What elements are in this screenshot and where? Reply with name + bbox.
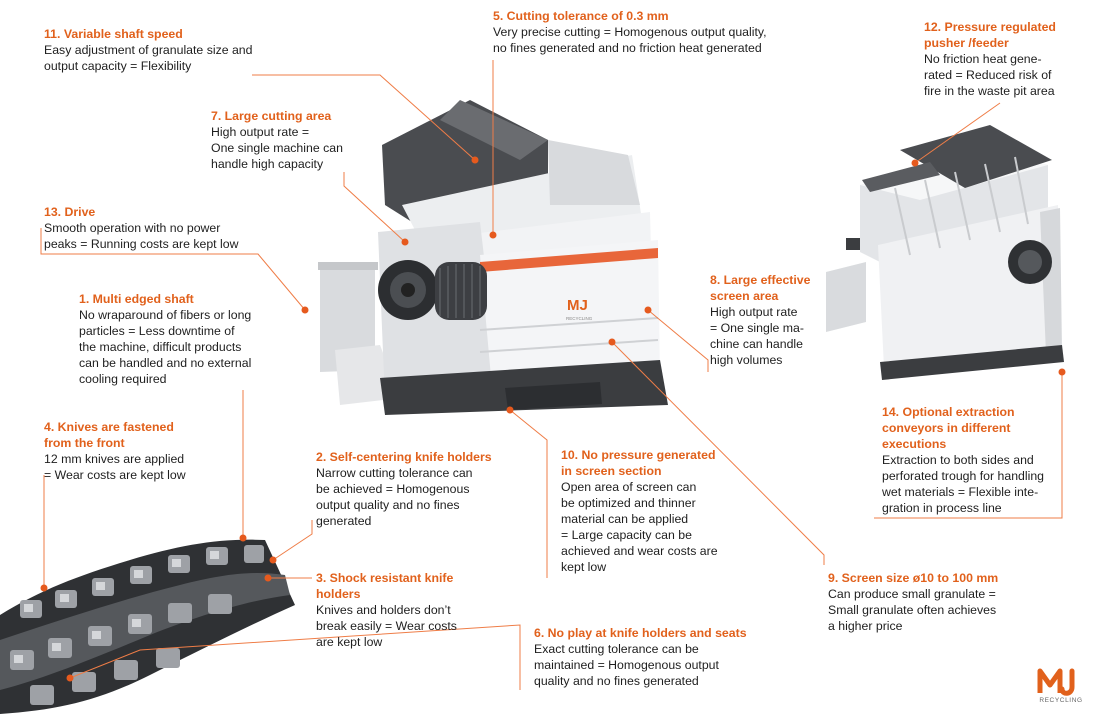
callout-body: Easy adjustment of granulate size and ou… <box>44 43 253 73</box>
callout-body: High output rate = One single ma- chine … <box>710 305 804 367</box>
callout-variable-shaft-speed: 11. Variable shaft speed Easy adjustment… <box>44 26 294 74</box>
callout-title: 12. Pressure regulated pusher /feeder <box>924 20 1056 50</box>
callout-pressure-regulated-pusher: 12. Pressure regulated pusher /feeder No… <box>924 19 1099 99</box>
callout-no-pressure-screen-section: 10. No pressure generated in screen sect… <box>561 447 761 575</box>
callout-screen-size: 9. Screen size ø10 to 100 mm Can produce… <box>828 570 1048 634</box>
callout-body: No wraparound of fibers or long particle… <box>79 308 252 386</box>
callout-title: 14. Optional extraction conveyors in dif… <box>882 405 1015 451</box>
mj-recycling-logo <box>1037 668 1075 696</box>
callout-body: Narrow cutting tolerance can be achieved… <box>316 466 473 528</box>
leader-lines <box>40 60 1063 690</box>
callout-title: 10. No pressure generated in screen sect… <box>561 448 716 478</box>
callout-title: 5. Cutting tolerance of 0.3 mm <box>493 9 669 23</box>
callout-title: 13. Drive <box>44 205 96 219</box>
machine-logo-sub: RECYCLING <box>566 316 593 321</box>
machine-logo-mark: MJ <box>567 297 588 314</box>
callout-body: 12 mm knives are applied = Wear costs ar… <box>44 452 186 482</box>
callout-body: Exact cutting tolerance can be maintaine… <box>534 642 719 688</box>
callout-knives-fastened-front: 4. Knives are fastened from the front 12… <box>44 419 244 483</box>
callout-body: Extraction to both sides and perforated … <box>882 453 1045 515</box>
callout-optional-extraction-conveyors: 14. Optional extraction conveyors in dif… <box>882 404 1082 516</box>
callout-drive: 13. Drive Smooth operation with no power… <box>44 204 284 252</box>
rotor-closeup-illustration <box>0 539 295 714</box>
callout-large-effective-screen-area: 8. Large effective screen area High outp… <box>710 272 850 368</box>
callout-body: Smooth operation with no power peaks = R… <box>44 221 239 251</box>
callout-cutting-tolerance: 5. Cutting tolerance of 0.3 mm Very prec… <box>493 8 793 56</box>
callout-title: 4. Knives are fastened from the front <box>44 420 174 450</box>
callout-large-cutting-area: 7. Large cutting area High output rate =… <box>211 108 371 172</box>
callout-no-play-knife-holders: 6. No play at knife holders and seats Ex… <box>534 625 794 689</box>
callout-title: 9. Screen size ø10 to 100 mm <box>828 571 999 585</box>
main-machine-illustration: MJ RECYCLING <box>318 100 668 415</box>
callout-title: 11. Variable shaft speed <box>44 27 183 41</box>
callout-title: 2. Self-centering knife holders <box>316 450 492 464</box>
callout-multi-edged-shaft: 1. Multi edged shaft No wraparound of fi… <box>79 291 279 387</box>
callout-body: No friction heat gene- rated = Reduced r… <box>924 52 1055 98</box>
callout-title: 3. Shock resistant knife holders <box>316 571 454 601</box>
callout-body: Can produce small granulate = Small gran… <box>828 587 997 633</box>
callout-body: Open area of screen can be optimized and… <box>561 480 718 574</box>
callout-title: 7. Large cutting area <box>211 109 332 123</box>
callout-shock-resistant-knife-holders: 3. Shock resistant knife holders Knives … <box>316 570 506 650</box>
callout-self-centering-knife-holders: 2. Self-centering knife holders Narrow c… <box>316 449 526 529</box>
callout-body: Very precise cutting = Homogenous output… <box>493 25 767 55</box>
callout-title: 6. No play at knife holders and seats <box>534 626 747 640</box>
callout-title: 8. Large effective screen area <box>710 273 811 303</box>
callout-title: 1. Multi edged shaft <box>79 292 194 306</box>
callout-body: High output rate = One single machine ca… <box>211 125 343 171</box>
callout-body: Knives and holders don’t break easily = … <box>316 603 457 649</box>
logo-subtitle: RECYCLING <box>1039 697 1083 704</box>
right-machine-illustration <box>826 125 1064 380</box>
leader-dots <box>40 156 1066 682</box>
